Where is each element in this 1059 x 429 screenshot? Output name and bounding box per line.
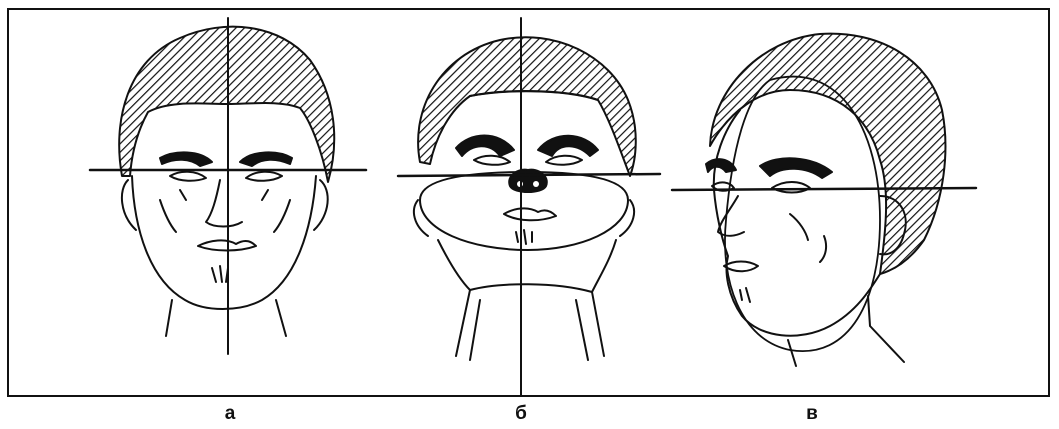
panel-a-right-eye [246,172,282,181]
panel-c-right-eye [772,182,810,193]
panel-c-face-three-quarter [672,34,976,366]
panel-b-horizontal-axis [398,174,660,176]
panel-b-hair [418,37,636,176]
panel-a-face-outline [132,176,316,309]
panel-b-mouth [504,208,556,220]
panel-b-face-tilted [398,18,660,396]
panel-a-neck [166,300,286,336]
panel-b-neck [456,290,604,360]
panel-c-hair [710,34,945,274]
panel-a-nose [206,180,242,227]
panel-b-right-brow [538,136,598,156]
panel-a-left-eye [170,172,206,181]
panel-c-construction-ellipse [725,77,880,352]
panel-a-hair [119,27,334,182]
panel-a-caption: а [210,403,250,425]
panel-a-left-brow [160,152,212,166]
panel-a-right-brow [240,152,292,166]
panel-b-nose [509,170,547,192]
panel-b-nostril-right [533,181,539,187]
panel-c-right-brow [760,158,832,178]
panel-c-cheek-lines [790,214,826,262]
panel-c-chin-mark [740,288,750,302]
panel-c-neck [788,296,904,366]
panel-a-chin-mark [212,266,228,282]
panel-b-caption: б [501,403,541,425]
panel-c-left-brow [706,159,736,172]
panel-a-face-front [90,18,366,354]
panel-b-jaw-underside [438,240,616,292]
panel-b-left-eye [474,156,510,165]
panel-b-right-eye [546,156,582,165]
panel-b-left-brow [456,136,514,157]
panel-a-right-ear [314,180,328,230]
panel-b-chin-mark [516,230,532,244]
panel-c-caption: в [792,403,832,425]
panel-c-nose [718,196,744,236]
panel-c-face-outline [714,110,880,336]
panel-c-mouth [724,262,758,272]
